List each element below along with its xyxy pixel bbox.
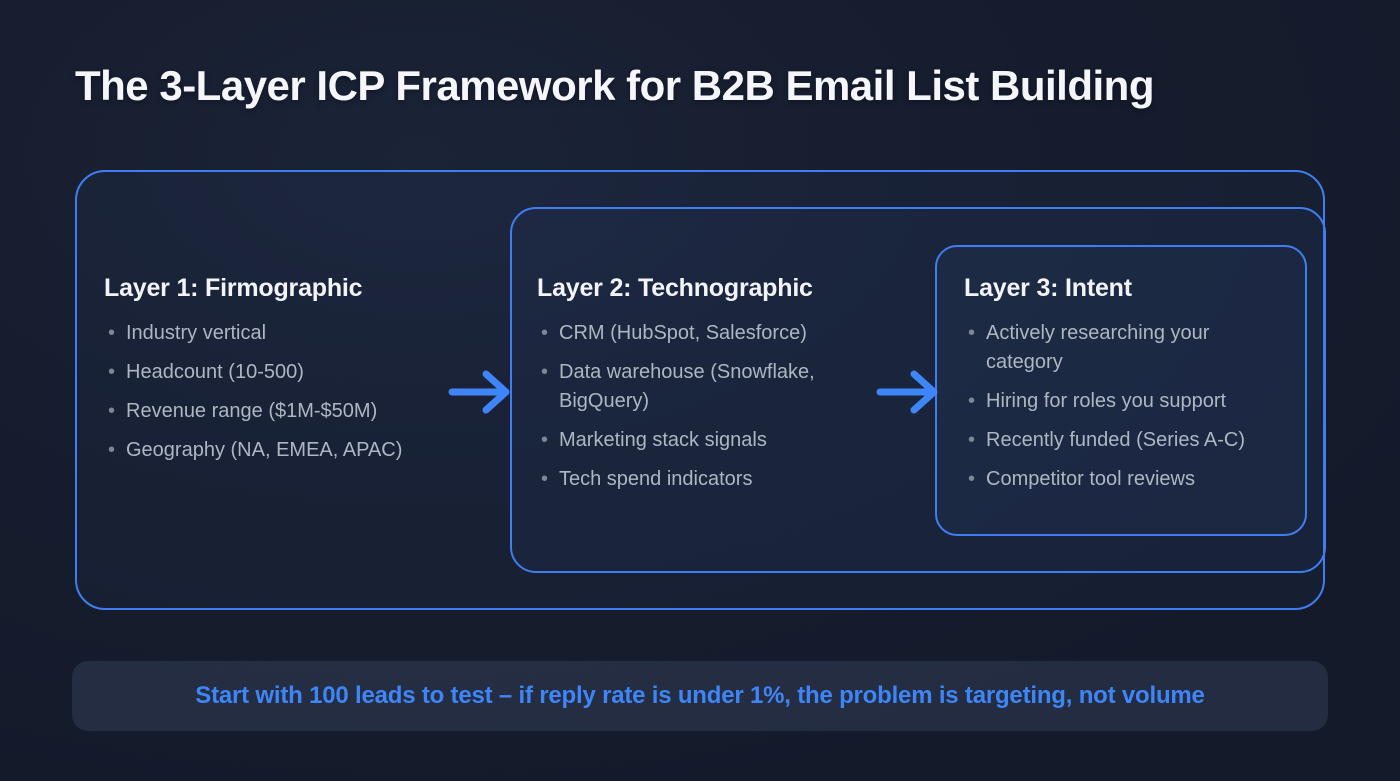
list-item: Actively researching your category (964, 319, 1286, 377)
layer-1-list: Industry vertical Headcount (10-500) Rev… (104, 319, 449, 465)
list-item: Hiring for roles you support (964, 387, 1286, 416)
layer-1-content: Layer 1: Firmographic Industry vertical … (104, 274, 449, 475)
arrow-right-icon (876, 370, 938, 414)
list-item: Marketing stack signals (537, 426, 885, 455)
layer-3-content: Layer 3: Intent Actively researching you… (964, 274, 1286, 504)
list-item: Recently funded (Series A-C) (964, 426, 1286, 455)
list-item: Competitor tool reviews (964, 465, 1286, 494)
list-item: Tech spend indicators (537, 465, 885, 494)
list-item: Geography (NA, EMEA, APAC) (104, 436, 449, 465)
layer-2-content: Layer 2: Technographic CRM (HubSpot, Sal… (537, 274, 885, 504)
layer-3-heading: Layer 3: Intent (964, 274, 1132, 302)
arrow-right-icon (448, 370, 510, 414)
footer-banner-text: Start with 100 leads to test – if reply … (195, 682, 1205, 709)
list-item: Data warehouse (Snowflake, BigQuery) (537, 358, 885, 416)
layer-2-heading: Layer 2: Technographic (537, 274, 813, 302)
list-item: Headcount (10-500) (104, 358, 449, 387)
layer-3-list: Actively researching your category Hirin… (964, 319, 1286, 494)
footer-banner: Start with 100 leads to test – if reply … (72, 661, 1328, 731)
page-title: The 3-Layer ICP Framework for B2B Email … (75, 62, 1154, 109)
list-item: CRM (HubSpot, Salesforce) (537, 319, 885, 348)
layer-2-list: CRM (HubSpot, Salesforce) Data warehouse… (537, 319, 885, 494)
layer-1-heading: Layer 1: Firmographic (104, 274, 363, 302)
list-item: Industry vertical (104, 319, 449, 348)
list-item: Revenue range ($1M-$50M) (104, 397, 449, 426)
